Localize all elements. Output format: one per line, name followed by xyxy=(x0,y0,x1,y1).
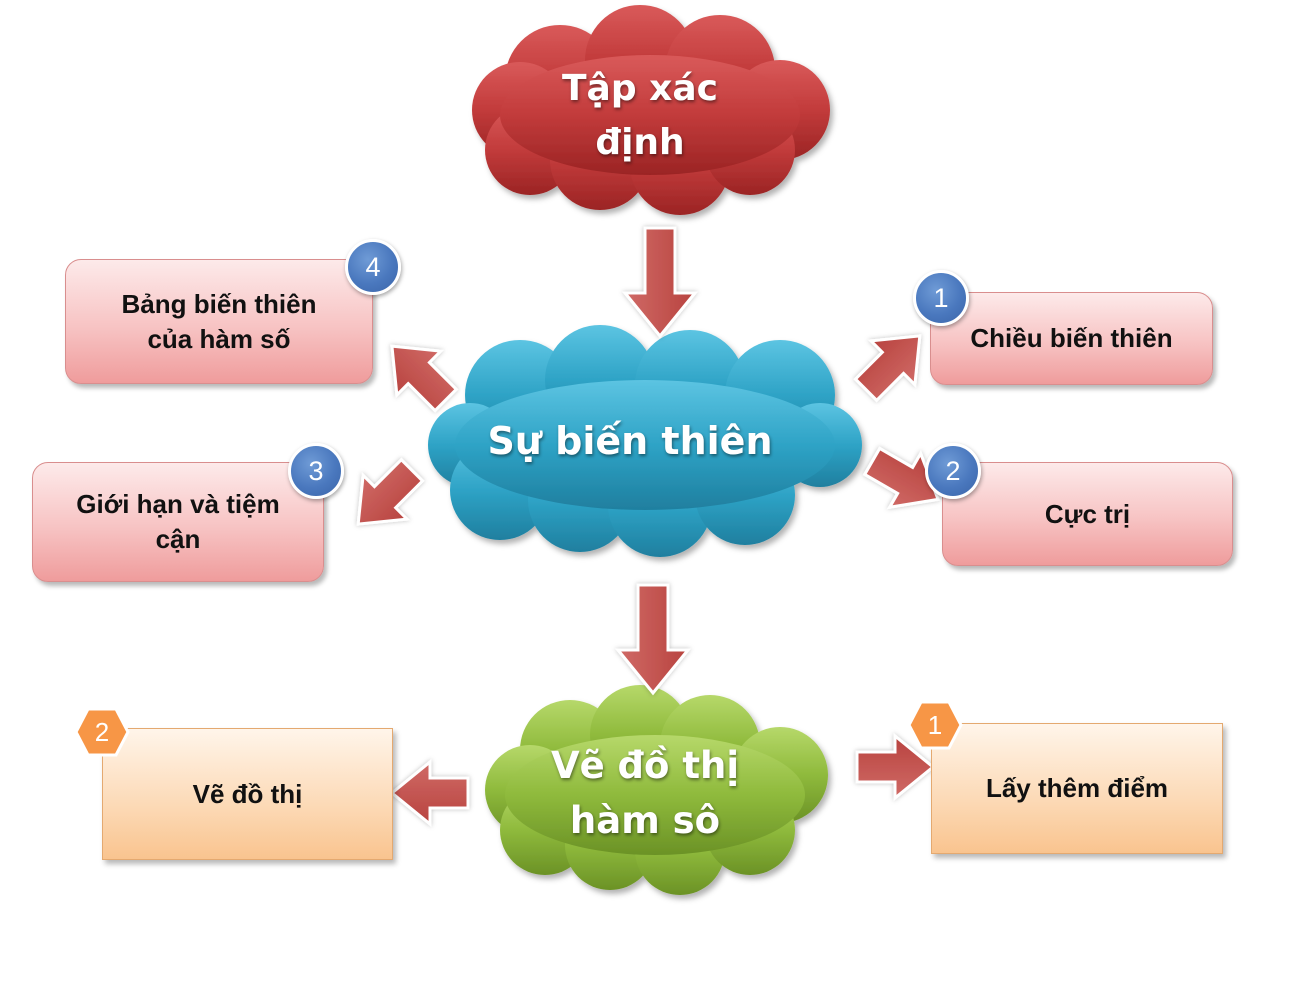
box-bang-bien-thien: Bảng biến thiên của hàm số xyxy=(65,259,373,384)
arrow-to-ve-do-thi xyxy=(389,758,470,828)
box-ve-do-thi: Vẽ đồ thị xyxy=(102,728,393,860)
cloud-center xyxy=(428,325,862,557)
box-bang-bien-thien-line2: của hàm số xyxy=(147,323,291,354)
badge-hex-1-number: 1 xyxy=(927,709,943,740)
cloud-top-label: Tập xác định xyxy=(540,62,740,170)
arrow-top-to-center xyxy=(621,226,699,339)
badge-2-cuc-tri: 2 xyxy=(925,443,981,499)
badge-hex-1: 1 xyxy=(907,700,963,750)
cloud-bottom-label: Vẽ đồ thị hàm sô xyxy=(535,738,755,848)
badge-3: 3 xyxy=(288,443,344,499)
box-lay-them-diem-label: Lấy thêm điểm xyxy=(985,773,1169,803)
cloud-top-line2: định xyxy=(595,122,685,163)
badge-hex-2-number: 2 xyxy=(94,716,110,747)
arrow-center-to-bottom xyxy=(614,583,692,696)
box-chieu-bien-thien: Chiều biến thiên xyxy=(930,292,1213,385)
cloud-bottom-line2: hàm sô xyxy=(569,799,721,842)
box-gioi-han-line1: Giới hạn và tiệm xyxy=(76,489,280,519)
badge-hex-2: 2 xyxy=(74,707,130,757)
arrow-to-bang-bien-thien xyxy=(390,344,459,413)
badge-1-chieu: 1 xyxy=(913,270,969,326)
badge-4: 4 xyxy=(345,239,401,295)
box-bang-bien-thien-line1: Bảng biến thiên xyxy=(121,288,317,319)
cloud-top xyxy=(472,5,830,215)
box-lay-them-diem: Lấy thêm điểm xyxy=(931,723,1223,854)
cloud-bottom xyxy=(485,685,828,895)
cloud-bottom-line1: Vẽ đồ thị xyxy=(550,744,740,787)
box-gioi-han-line2: cận xyxy=(155,524,201,554)
box-bang-bien-thien-label: Bảng biến thiên của hàm số xyxy=(122,287,317,357)
box-cuc-tri: Cực trị xyxy=(942,462,1233,566)
box-ve-do-thi-label: Vẽ đồ thị xyxy=(192,778,303,809)
cloud-top-line1: Tập xác xyxy=(561,68,718,109)
box-cuc-tri-label: Cực trị xyxy=(1044,498,1131,529)
cloud-center-text: Sự biến thiên xyxy=(487,419,773,463)
arrow-to-lay-them-diem xyxy=(855,732,936,802)
box-gioi-han-label: Giới hạn và tiệm cận xyxy=(76,487,279,557)
arrow-to-chieu-bien-thien xyxy=(853,334,922,403)
box-chieu-bien-thien-label: Chiều biến thiên xyxy=(970,323,1173,353)
cloud-center-label: Sự biến thiên xyxy=(470,416,790,466)
box-gioi-han: Giới hạn và tiệm cận xyxy=(32,462,324,582)
arrow-to-gioi-han xyxy=(356,457,425,526)
